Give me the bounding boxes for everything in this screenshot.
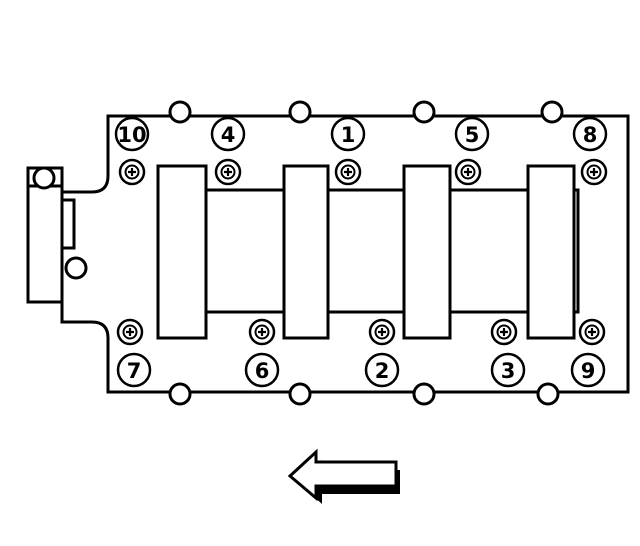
bolt-head-icon (334, 158, 362, 186)
bolt-label-9: 9 (570, 352, 606, 388)
cap-block-1 (156, 164, 208, 340)
bolt-label-text: 8 (583, 123, 598, 147)
bolt-label-2: 2 (364, 352, 400, 388)
bolt-label-text: 3 (501, 359, 516, 383)
left-arrow-icon (287, 448, 400, 504)
bolt-head-icon (578, 318, 606, 346)
bolt-label-4: 4 (210, 116, 246, 152)
bottom-hole-1 (168, 382, 192, 406)
bolt-head-icon (248, 318, 276, 346)
bracket-hole-upper (32, 166, 56, 190)
bolt-heads (116, 158, 608, 346)
bolt-label-8: 8 (572, 116, 608, 152)
bolt-label-text: 7 (127, 359, 142, 383)
bottom-hole-4 (536, 382, 560, 406)
bottom-hole-3 (412, 382, 436, 406)
bottom-hole-2 (288, 382, 312, 406)
cap-block-4 (526, 164, 576, 340)
bolt-label-6: 6 (244, 352, 280, 388)
bolt-head-icon (214, 158, 242, 186)
bolt-head-icon (118, 158, 146, 186)
bolt-head-icon (368, 318, 396, 346)
bolt-label-text: 4 (221, 123, 236, 147)
bolt-label-text: 1 (341, 123, 356, 147)
bolt-head-icon (454, 158, 482, 186)
bolt-label-text: 2 (375, 359, 390, 383)
left-bracket-tab (60, 198, 76, 250)
bolt-head-icon (580, 158, 608, 186)
bolt-label-text: 6 (255, 359, 270, 383)
top-hole-3 (412, 100, 436, 124)
left-bracket (26, 184, 64, 304)
cap-block-3 (402, 164, 452, 340)
top-hole-4 (540, 100, 564, 124)
bolt-label-7: 7 (116, 352, 152, 388)
bolt-label-text: 9 (581, 359, 596, 383)
bolt-label-5: 5 (454, 116, 490, 152)
bolt-label-text: 10 (117, 123, 146, 147)
bracket-hole-lower (64, 256, 88, 280)
bolt-head-icon (116, 318, 144, 346)
cap-block-2 (282, 164, 330, 340)
center-channel (156, 188, 580, 314)
top-hole-2 (288, 100, 312, 124)
bolt-label-1: 1 (330, 116, 366, 152)
bolt-label-text: 5 (465, 123, 480, 147)
bolt-label-3: 3 (490, 352, 526, 388)
top-hole-1 (168, 100, 192, 124)
bolt-label-10: 10 (114, 116, 150, 152)
bolt-head-icon (490, 318, 518, 346)
